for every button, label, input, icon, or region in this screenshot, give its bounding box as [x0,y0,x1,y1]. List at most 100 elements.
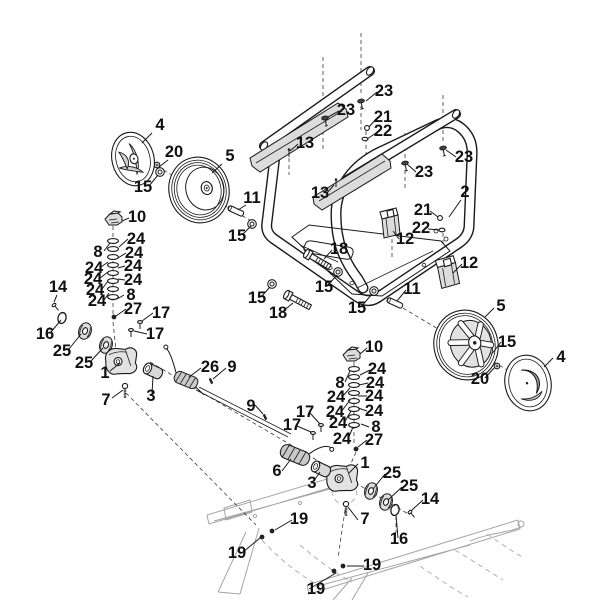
callout-23: 25 [75,354,93,372]
callout-5: 11 [243,189,260,207]
screw-27 [111,314,117,320]
callout-34: 13 [296,134,314,152]
callout-35: 23 [455,148,473,166]
callout-57: 24 [365,387,384,405]
bolt-18-upper [302,248,332,271]
clip-12-lower [434,255,461,289]
callout-39: 21 [414,201,432,219]
callout-6: 15 [228,227,246,245]
callout-76: 19 [228,544,246,562]
callout-26: 3 [146,387,155,405]
screws-19 [259,528,346,574]
callout-10: 24 [124,257,143,275]
callout-69: 1 [360,454,369,472]
callout-51: 4 [556,348,566,366]
callout-70: 25 [383,464,401,482]
rings-16 [57,311,400,517]
callout-58: 24 [365,402,384,420]
callout-28: 9 [227,358,236,376]
parts-21-22 [361,125,446,233]
leader-lines [50,91,554,590]
callout-55: 24 [368,360,387,378]
callout-18: 17 [152,304,170,322]
callout-75: 19 [290,510,308,528]
callout-60: 24 [326,403,345,421]
callout-15: 24 [88,292,107,310]
callout-14: 24 [86,281,105,299]
clip-12-upper [379,207,401,239]
spring-6 [279,444,335,466]
callout-52: 5 [496,297,505,315]
callout-72: 14 [421,490,440,508]
callout-38: 2 [460,183,469,201]
callout-47: 15 [348,299,366,317]
callout-36: 23 [415,163,433,181]
wheel-5-left [168,156,230,224]
screws-7 [121,382,350,516]
callout-9: 24 [125,244,144,262]
frame-part-2 [261,117,478,307]
callout-29: 9 [246,397,255,415]
callout-11: 24 [124,271,143,289]
hub-cap-4-left [111,131,155,187]
callout-24: 1 [100,364,109,382]
callout-8: 24 [127,230,146,248]
pins-9 [208,378,268,420]
callout-33: 22 [374,122,392,140]
callout-73: 16 [390,530,408,548]
callout-17: 27 [124,300,142,318]
callout-27: 26 [201,358,219,376]
tube-end-cap [365,66,375,76]
screws-14 [51,302,415,518]
callout-78: 19 [307,580,325,598]
callout-32: 21 [374,108,392,126]
callout-13: 24 [84,270,103,288]
discs-25 [78,322,393,511]
handle-tube-left [259,66,375,151]
callout-19: 17 [146,325,164,343]
callout-56: 24 [366,374,385,392]
spring-26 [163,344,205,396]
hub-cap-4-right [504,354,552,412]
callout-54: 8 [335,374,344,392]
callout-71: 25 [400,477,418,495]
callout-43: 18 [330,240,348,258]
axle-rod-ghost [195,386,292,438]
bushing-3-right [310,460,332,478]
tube-end-cap [451,109,461,119]
callout-77: 19 [363,556,381,574]
part-labels: 4 20 15 5 10 11 15 8 24 24 24 24 24 24 2… [36,82,567,598]
callout-65: 17 [296,403,314,421]
cable-clamps-10 [104,210,361,362]
screws-23 [321,98,447,172]
callout-44: 15 [315,278,333,296]
callout-1: 20 [165,143,183,161]
callout-61: 24 [329,414,348,432]
washer-stack-right [348,366,360,452]
bolt-18-lower [283,289,313,311]
callout-22: 25 [53,342,71,360]
callout-68: 3 [307,474,316,492]
callout-41: 12 [396,230,414,248]
callout-20: 14 [49,278,68,296]
callout-4: 10 [128,208,146,226]
callout-48: 11 [403,280,420,298]
callout-50: 20 [471,370,489,388]
callout-25: 7 [101,391,110,409]
callout-37: 13 [311,184,329,202]
callout-3: 5 [225,147,234,165]
axle-pins-11 [227,205,404,309]
callout-59: 24 [327,388,346,406]
callout-67: 6 [272,462,281,480]
screws-17 [128,320,324,440]
wheel-5-right [433,309,499,381]
callout-46: 18 [269,304,287,322]
callout-42: 12 [460,254,478,272]
screw-27 [353,446,359,452]
callout-53: 10 [365,338,383,356]
bushing-3-left [142,362,164,380]
callout-40: 22 [412,219,430,237]
callout-49: 15 [498,333,516,351]
